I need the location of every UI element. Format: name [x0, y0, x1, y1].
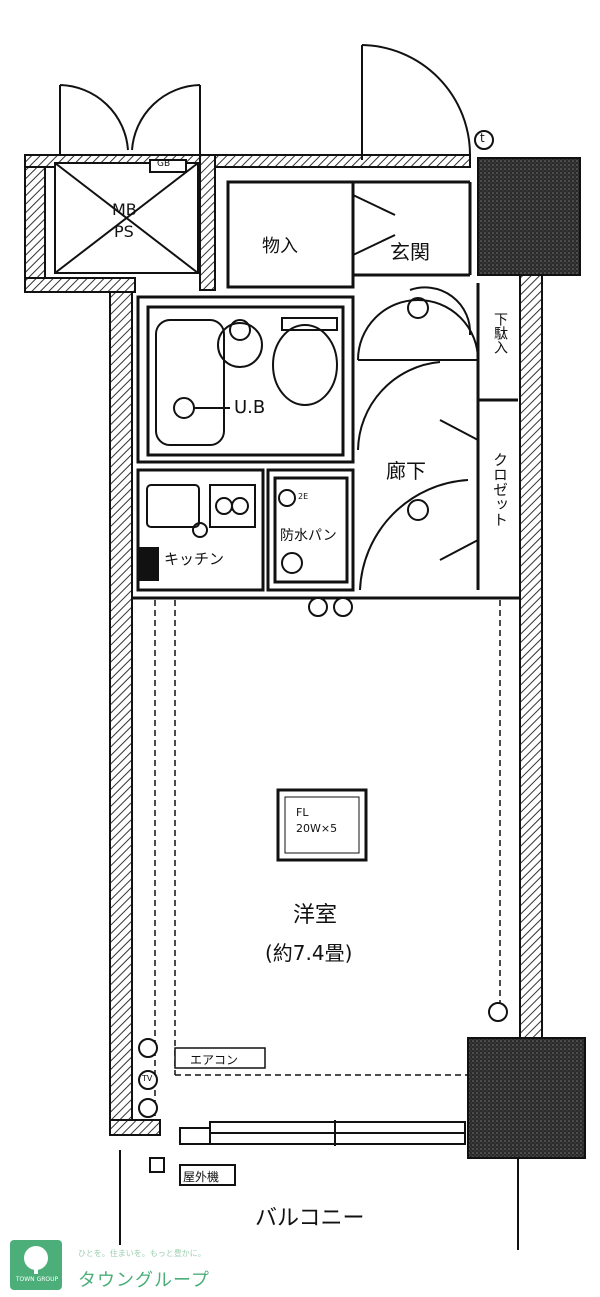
brand-logo-sub: TOWN GROUP: [15, 1276, 59, 1283]
entrance-label: 玄関: [390, 240, 430, 264]
meter-box-label: GB: [157, 159, 171, 169]
brand-name: タウングループ: [78, 1270, 210, 1291]
aircon-label: エアコン: [190, 1053, 239, 1067]
waterproof-pan-label: 防水パン: [280, 528, 337, 544]
mbps-label-mb: MB: [112, 200, 137, 219]
pillar-top-right: [477, 157, 581, 276]
cupboard-label: 下駄入: [492, 312, 508, 354]
light-label-watt: 20W×5: [296, 822, 338, 835]
tree-logo-icon: [10, 1240, 62, 1290]
washer-outlet-label: 2E: [298, 492, 309, 501]
western-room-size: (約7.4畳): [265, 941, 353, 965]
entrance-door: [361, 44, 494, 160]
unit-bath-label: U.B: [234, 397, 266, 418]
balcony-window: [149, 1120, 466, 1186]
light-label-fl: FL: [296, 806, 309, 819]
kitchen-label: キッチン: [164, 550, 225, 568]
kitchen-fixtures: [139, 484, 256, 581]
hallway-label: 廊下: [386, 459, 426, 483]
bath-fixtures: [155, 317, 338, 446]
pillar-bottom-right: [467, 1037, 586, 1159]
storage-label: 物入: [262, 236, 298, 257]
outdoor-unit-label: 屋外機: [183, 1170, 220, 1184]
tel-label: t: [480, 131, 485, 145]
brand-tagline: ひとを。住まいを。もっと豊かに。: [78, 1249, 206, 1258]
room-dashed: [154, 600, 501, 1120]
outer-walls: [24, 154, 543, 1136]
aircon-box: [174, 1047, 266, 1069]
tv-label: TV: [142, 1074, 153, 1083]
western-room-label: 洋室: [293, 903, 338, 928]
balcony-label: バルコニー: [255, 1206, 365, 1231]
mbps-doors: [59, 84, 201, 155]
mbps-box: [54, 159, 199, 274]
interior-doors: [352, 194, 479, 591]
interior-walls: [132, 180, 520, 600]
outlets: [138, 597, 508, 1118]
closet-label: クロゼット: [491, 452, 509, 527]
brand-logo: TOWN GROUP ひとを。住まいを。もっと豊かに。 タウングループ: [10, 1240, 270, 1291]
mbps-label-ps: PS: [114, 222, 134, 241]
pan-fixtures: [278, 489, 303, 574]
balcony-edges: [119, 1150, 519, 1250]
ceiling-light: [276, 788, 368, 862]
